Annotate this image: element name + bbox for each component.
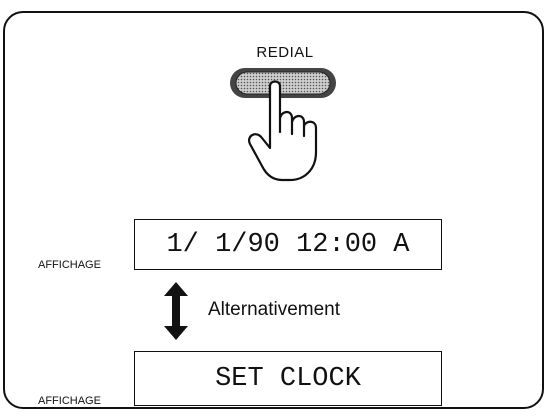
alternation-text: Alternativement bbox=[208, 299, 340, 321]
display-set-clock: SET CLOCK bbox=[134, 351, 442, 406]
hand-pressing-button-icon bbox=[210, 60, 360, 185]
display-label-primary: AFFICHAGE bbox=[38, 259, 101, 271]
display-label-secondary: AFFICHAGE bbox=[38, 395, 101, 407]
redial-button[interactable] bbox=[230, 68, 336, 98]
redial-button-label: REDIAL bbox=[240, 44, 330, 61]
double-arrow-icon bbox=[163, 282, 189, 340]
display-datetime: 1/ 1/90 12:00 A bbox=[134, 219, 442, 270]
